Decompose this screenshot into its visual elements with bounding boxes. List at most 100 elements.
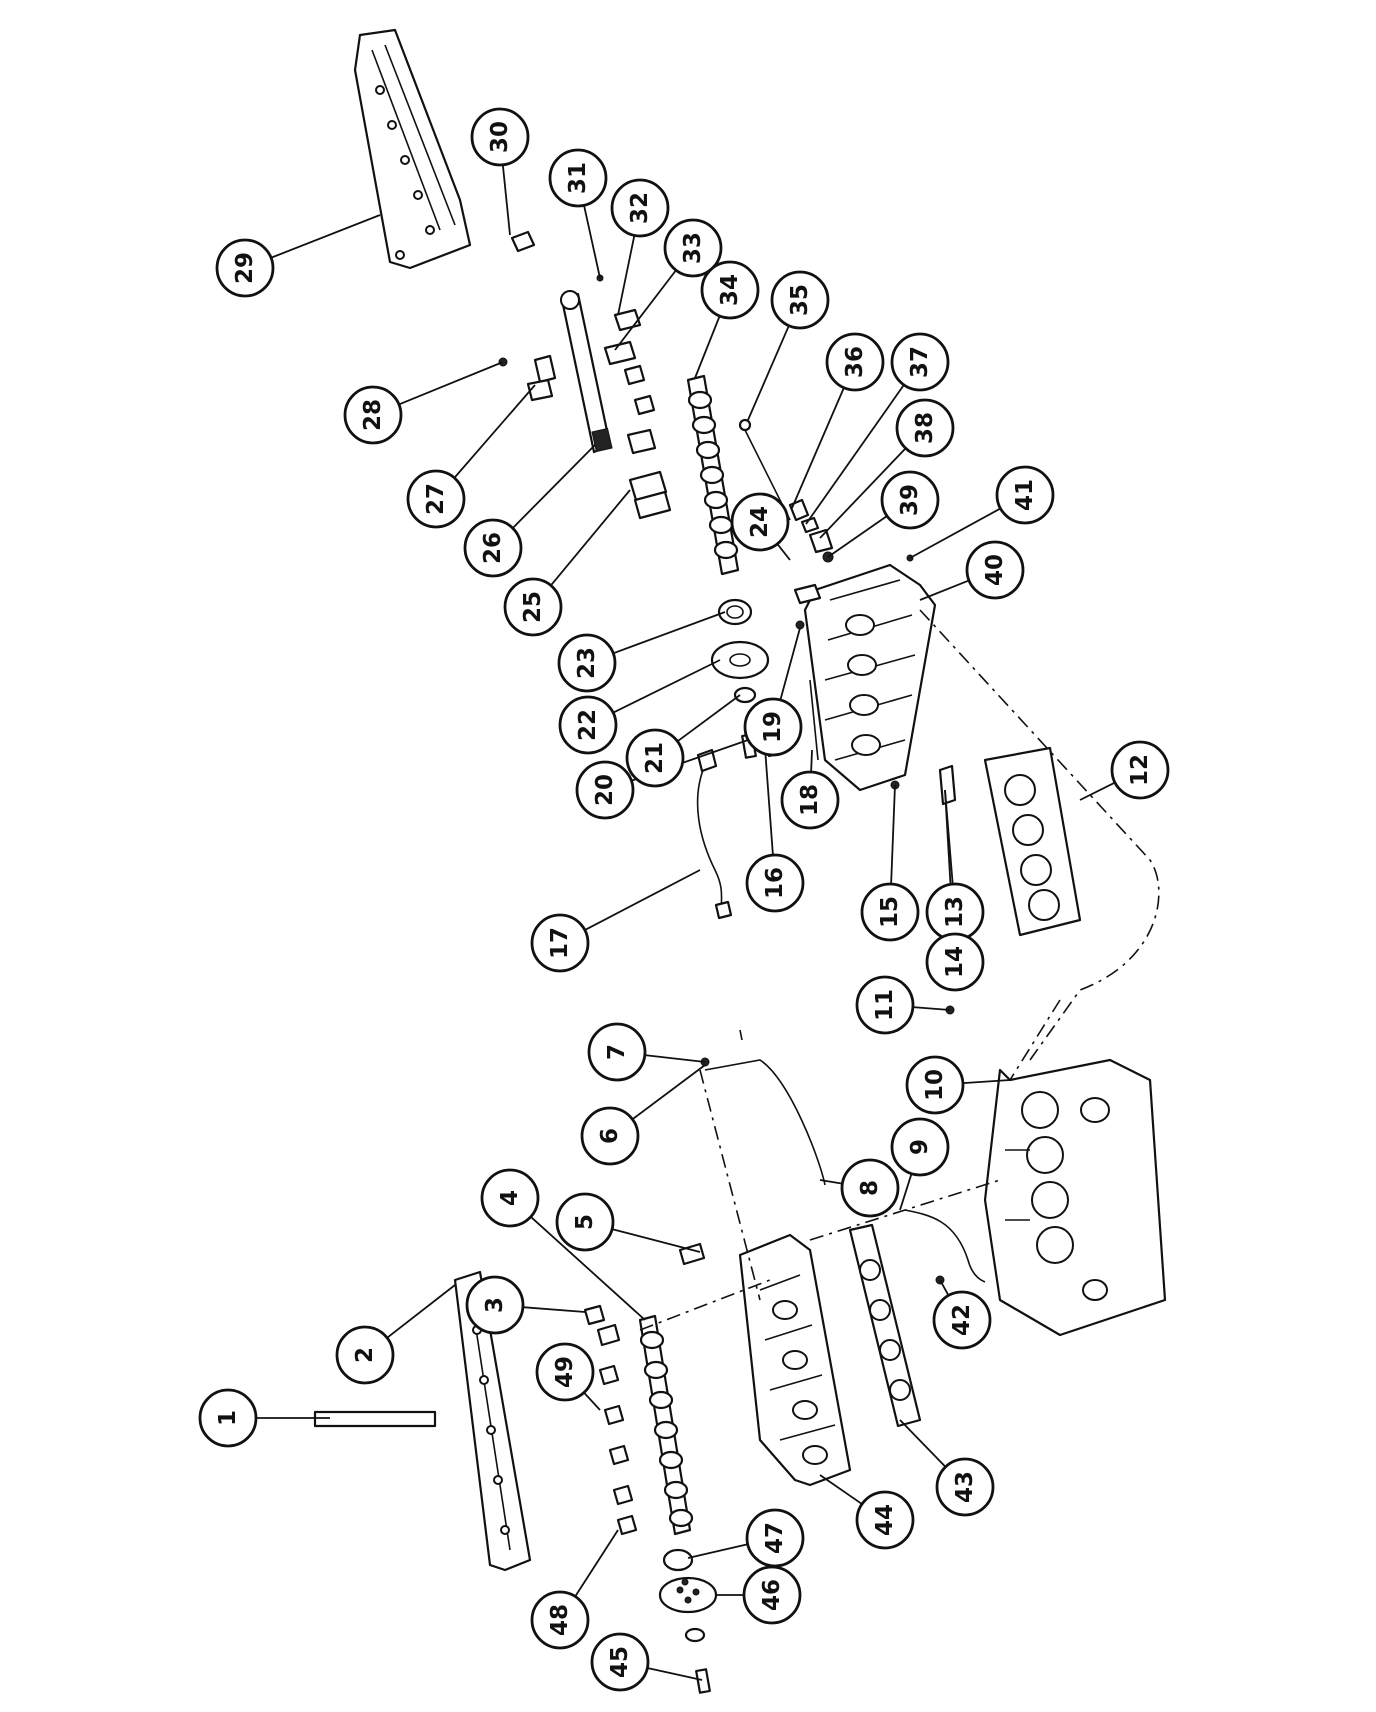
callout-number: 35 xyxy=(787,284,813,316)
callout-number: 48 xyxy=(547,1604,573,1636)
callout-9: 9 xyxy=(890,1117,950,1177)
callout-6: 6 xyxy=(580,1106,640,1166)
callout-number: 38 xyxy=(912,412,938,444)
leader-line-23 xyxy=(612,611,726,655)
callout-14: 14 xyxy=(925,932,985,992)
callout-number: 5 xyxy=(572,1214,598,1230)
engine-block xyxy=(945,1005,1167,1337)
leader-line-27 xyxy=(453,384,536,479)
callout-number: 16 xyxy=(762,867,788,899)
cylinder-head-left xyxy=(738,1233,852,1487)
callout-circle xyxy=(743,697,803,757)
callout-number: 18 xyxy=(797,784,823,816)
leader-line-16 xyxy=(764,747,774,856)
leader-line-41 xyxy=(909,507,1001,559)
leader-line-43 xyxy=(899,1419,947,1468)
callout-19: 19 xyxy=(743,697,803,757)
callout-circle xyxy=(555,1192,615,1252)
leader-line-10 xyxy=(962,1079,1011,1085)
callout-number: 11 xyxy=(872,989,898,1021)
callout-circle xyxy=(587,1022,647,1082)
callout-20: 20 xyxy=(575,760,635,820)
callout-circle xyxy=(548,148,608,208)
callout-circle xyxy=(406,469,466,529)
callout-circle xyxy=(880,470,940,530)
callout-number: 3 xyxy=(482,1297,508,1313)
callout-number: 36 xyxy=(842,346,868,378)
callout-12: 12 xyxy=(1110,740,1170,800)
leader-lines xyxy=(256,164,1116,1681)
callout-7: 7 xyxy=(587,1022,647,1082)
leader-line-42 xyxy=(939,1279,950,1296)
callout-circle xyxy=(1110,740,1170,800)
callout-44: 44 xyxy=(855,1490,915,1550)
head-small-parts-left xyxy=(678,1029,826,1266)
leader-line-34 xyxy=(694,315,721,379)
callout-circle xyxy=(470,107,530,167)
callout-circle xyxy=(590,1632,650,1692)
callout-circle xyxy=(860,882,920,942)
callout-circle xyxy=(905,1055,965,1115)
callout-number: 32 xyxy=(627,192,653,224)
callout-circle xyxy=(625,728,685,788)
callout-number: 39 xyxy=(897,484,923,516)
callout-3: 3 xyxy=(465,1275,525,1335)
callout-15: 15 xyxy=(860,882,920,942)
leader-line-48 xyxy=(574,1529,619,1597)
valve-cover-upper xyxy=(353,28,472,270)
callout-circle xyxy=(840,1158,900,1218)
callout-circle xyxy=(557,633,617,693)
callout-43: 43 xyxy=(935,1457,995,1517)
camshaft-right xyxy=(686,374,740,576)
callout-22: 22 xyxy=(558,695,618,755)
callout-number: 4 xyxy=(497,1190,523,1206)
callout-number: 13 xyxy=(942,896,968,928)
callout-number: 12 xyxy=(1127,754,1153,786)
callout-26: 26 xyxy=(463,518,523,578)
callout-circle xyxy=(855,1490,915,1550)
callout-circle xyxy=(463,518,523,578)
callout-number: 15 xyxy=(877,896,903,928)
head-gasket-left xyxy=(848,1223,922,1428)
callout-circle xyxy=(663,218,723,278)
callout-number: 8 xyxy=(857,1180,883,1196)
leader-line-37 xyxy=(805,384,905,525)
callout-circle xyxy=(780,770,840,830)
callout-circle xyxy=(700,260,760,320)
callout-number: 46 xyxy=(759,1579,785,1611)
callout-36: 36 xyxy=(825,332,885,392)
leader-line-12 xyxy=(1079,781,1116,801)
callout-circle xyxy=(530,1590,590,1650)
callout-number: 10 xyxy=(922,1069,948,1101)
callout-number: 2 xyxy=(352,1347,378,1363)
leader-line-15 xyxy=(890,784,896,885)
callout-number: 25 xyxy=(520,591,546,623)
callout-circle xyxy=(465,1275,525,1335)
callout-47: 47 xyxy=(745,1508,805,1568)
callout-number: 26 xyxy=(480,532,506,564)
callout-4: 4 xyxy=(480,1168,540,1228)
callout-40: 40 xyxy=(965,540,1025,600)
leader-line-31 xyxy=(583,205,601,279)
leader-line-2 xyxy=(386,1284,456,1339)
callout-number: 31 xyxy=(565,162,591,194)
leader-line-29 xyxy=(270,214,381,259)
callout-number: 44 xyxy=(872,1504,898,1536)
leader-line-22 xyxy=(612,659,721,714)
leader-line-8 xyxy=(819,1179,843,1185)
callout-circle xyxy=(895,398,955,458)
callout-circle xyxy=(890,332,950,392)
leader-line-6 xyxy=(631,1064,706,1120)
callout-5: 5 xyxy=(555,1192,615,1252)
callout-labels: 1234567891011121314151617181920212223242… xyxy=(198,107,1170,1692)
leader-line-30 xyxy=(501,164,511,236)
callout-circle xyxy=(932,1290,992,1350)
alignment-lines xyxy=(639,609,1160,1331)
sensor-harness-block xyxy=(904,1209,986,1285)
callout-37: 37 xyxy=(890,332,950,392)
leader-line-32 xyxy=(617,235,636,316)
callout-circle xyxy=(890,1117,950,1177)
callout-circle xyxy=(935,1457,995,1517)
callout-circle xyxy=(530,913,590,973)
callout-number: 23 xyxy=(574,647,600,679)
